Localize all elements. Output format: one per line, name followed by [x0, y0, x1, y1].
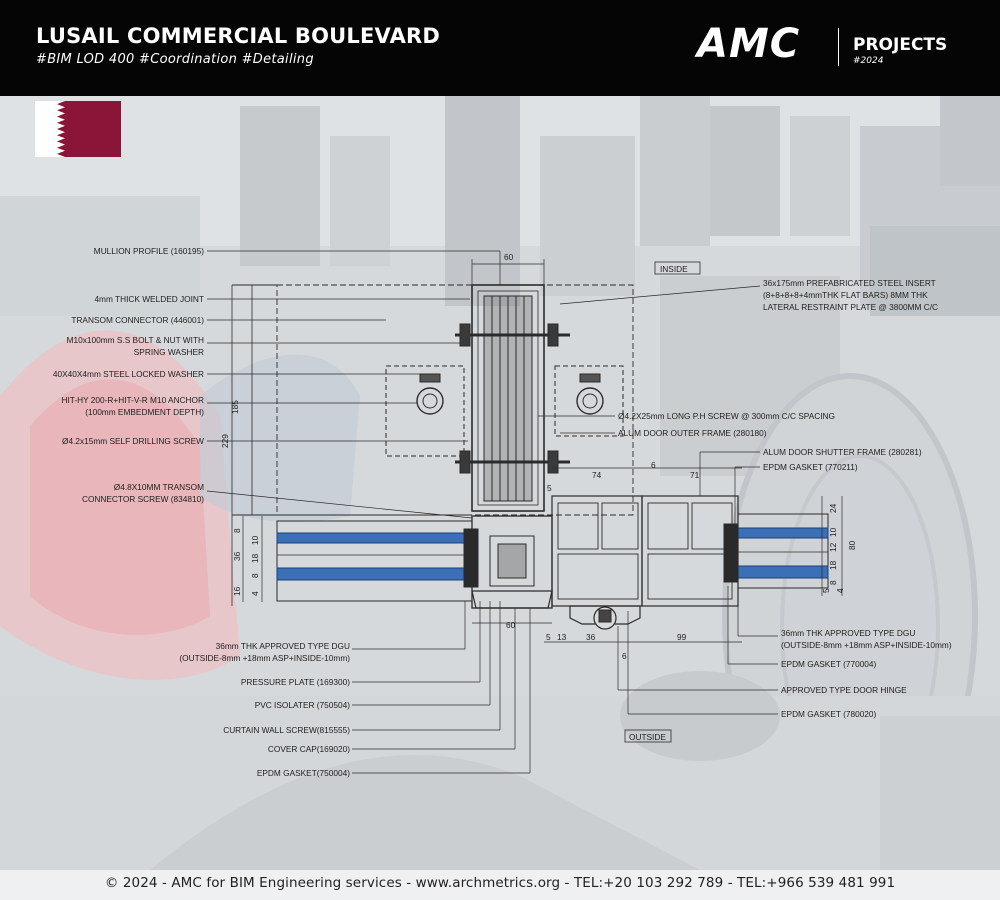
curtain-wall-section-drawing: INSIDE OUTSIDE MULLION PROFILE (160195) … — [53, 246, 952, 778]
label-self-drilling-screw: Ø4.2x15mm SELF DRILLING SCREW — [62, 436, 204, 446]
dim-left-18: 18 — [250, 553, 260, 563]
dim-bottom-13: 13 — [557, 632, 567, 642]
dim-left-185: 185 — [230, 400, 240, 414]
dim-left-36: 36 — [232, 551, 242, 561]
label-spring-washer: SPRING WASHER — [134, 347, 204, 357]
dim-left-4: 4 — [250, 591, 260, 596]
label-curtain-wall-screw: CURTAIN WALL SCREW(815555) — [223, 725, 350, 735]
dim-left-10: 10 — [250, 535, 260, 545]
label-mullion-profile: MULLION PROFILE (160195) — [94, 246, 204, 256]
dim-bottom-5: 5 — [546, 632, 551, 642]
label-dgu-left-spec: (OUTSIDE-8mm +18mm ASP+INSIDE-10mm) — [179, 653, 350, 663]
label-epdm-770004: EPDM GASKET (770004) — [781, 659, 877, 669]
logo-divider — [838, 28, 839, 66]
dim-bottom-6: 6 — [622, 651, 627, 661]
qatar-flag-icon — [35, 101, 121, 157]
label-locked-washer: 40X40X4mm STEEL LOCKED WASHER — [53, 369, 204, 379]
dim-right-4: 4 — [835, 588, 845, 593]
label-anchor: HIT-HY 200-R+HIT-V-R M10 ANCHOR — [61, 395, 204, 405]
footer-contact-text: © 2024 - AMC for BIM Engineering service… — [104, 875, 896, 891]
label-steel-insert: 36x175mm PREFABRICATED STEEL INSERT — [763, 278, 936, 288]
dim-top: 60 — [504, 252, 514, 262]
project-tags: #BIM LOD 400 #Coordination #Detailing — [36, 52, 314, 67]
label-dgu-right: 36mm THK APPROVED TYPE DGU — [781, 628, 915, 638]
label-transom-connector: TRANSOM CONNECTOR (446001) — [71, 315, 204, 325]
label-epdm-left: EPDM GASKET(750004) — [257, 768, 350, 778]
label-door-outer-frame: ALUM DOOR OUTER FRAME (280180) — [618, 428, 767, 438]
label-welded-joint: 4mm THICK WELDED JOINT — [94, 294, 204, 304]
dim-right-12: 12 — [828, 542, 838, 552]
label-pressure-plate: PRESSURE PLATE (169300) — [241, 677, 350, 687]
dim-mid-6: 6 — [651, 460, 656, 470]
label-ph-screw: Ø4.2X25mm LONG P.H SCREW @ 300mm C/C SPA… — [618, 411, 835, 421]
dim-left-16: 16 — [232, 586, 242, 596]
dim-right-10: 10 — [828, 527, 838, 537]
label-epdm-780020: EPDM GASKET (780020) — [781, 709, 877, 719]
dim-right-80: 80 — [847, 540, 857, 550]
dim-right-18: 18 — [828, 560, 838, 570]
dim-mid-5: 5 — [547, 483, 552, 493]
label-bolt-nut: M10x100mm S.S BOLT & NUT WITH — [67, 335, 204, 345]
label-cover-cap: COVER CAP(169020) — [268, 744, 350, 754]
label-dgu-right-spec: (OUTSIDE-8mm +18mm ASP+INSIDE-10mm) — [781, 640, 952, 650]
footer-bar: © 2024 - AMC for BIM Engineering service… — [0, 870, 1000, 900]
tag-inside: INSIDE — [660, 264, 688, 274]
label-transom-screw: Ø4.8X10MM TRANSOM — [114, 482, 204, 492]
header-bar: LUSAIL COMMERCIAL BOULEVARD #BIM LOD 400… — [0, 0, 1000, 96]
dim-left-8b: 8 — [250, 573, 260, 578]
label-epdm-770211: EPDM GASKET (770211) — [763, 462, 858, 472]
label-door-hinge: APPROVED TYPE DOOR HINGE — [781, 685, 907, 695]
dim-bottom-60: 60 — [506, 620, 516, 630]
amc-logo: AMC — [697, 21, 801, 67]
dim-mid-74: 74 — [592, 470, 602, 480]
city-background — [0, 96, 1000, 870]
dim-bottom-36: 36 — [586, 632, 596, 642]
label-pvc-isolater: PVC ISOLATER (750504) — [255, 700, 351, 710]
tag-outside: OUTSIDE — [629, 732, 666, 742]
left-glass-inner — [276, 567, 473, 581]
left-glass-outer — [276, 532, 473, 544]
dim-left-229: 229 — [220, 434, 230, 448]
projects-year: #2024 — [853, 56, 884, 66]
label-restraint-plate: LATERAL RESTRAINT PLATE @ 3800MM C/C — [763, 302, 938, 312]
dim-mid-71: 71 — [690, 470, 700, 480]
dim-right-8: 8 — [828, 580, 838, 585]
dim-right-5: 5 — [821, 588, 831, 593]
right-glass-inner — [737, 565, 829, 579]
dim-bottom-99: 99 — [677, 632, 687, 642]
flag-maroon-band — [57, 101, 121, 157]
label-dgu-left: 36mm THK APPROVED TYPE DGU — [216, 641, 350, 651]
project-title: LUSAIL COMMERCIAL BOULEVARD — [36, 24, 441, 48]
right-glass-outer — [737, 527, 829, 539]
dim-left-8: 8 — [232, 528, 242, 533]
label-embedment: (100mm EMBEDMENT DEPTH) — [85, 407, 204, 417]
label-connector-screw: CONNECTOR SCREW (834810) — [82, 494, 204, 504]
label-flat-bars: (8+8+8+8+4mmTHK FLAT BARS) 8MM THK — [763, 290, 928, 300]
dim-right-24: 24 — [828, 503, 838, 513]
label-door-shutter-frame: ALUM DOOR SHUTTER FRAME (280281) — [763, 447, 922, 457]
projects-label: PROJECTS — [853, 35, 948, 55]
